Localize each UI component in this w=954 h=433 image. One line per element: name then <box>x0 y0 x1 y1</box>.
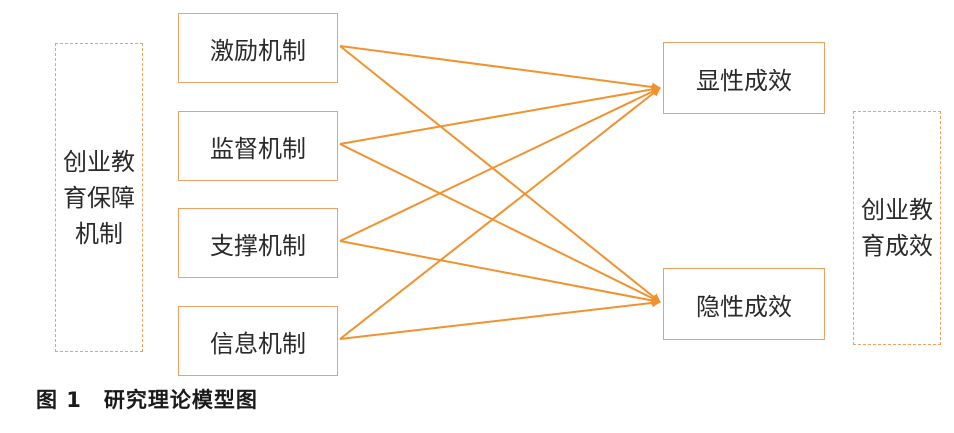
arrow-m2-to-o2 <box>339 143 661 303</box>
arrow-m4-to-o1 <box>339 87 661 340</box>
guarantee-mechanism-group: 创业教 育保障 机制 <box>55 43 143 352</box>
guarantee-mechanism-label: 创业教 育保障 机制 <box>63 147 135 248</box>
explicit-outcome-box: 显性成效 <box>663 42 825 114</box>
supervision-mechanism-label: 监督机制 <box>210 134 306 163</box>
education-outcome-label: 创业教 育成效 <box>861 196 933 260</box>
incentive-mechanism-label: 激励机制 <box>210 36 306 65</box>
figure-caption: 图 1 研究理论模型图 <box>36 388 258 412</box>
arrow-m3-to-o2 <box>339 240 661 305</box>
supervision-mechanism-box: 监督机制 <box>178 111 338 181</box>
explicit-outcome-label: 显性成效 <box>696 66 792 95</box>
arrow-m1-to-o1 <box>339 45 661 92</box>
implicit-outcome-box: 隐性成效 <box>663 268 825 340</box>
support-mechanism-label: 支撑机制 <box>210 231 306 260</box>
information-mechanism-label: 信息机制 <box>210 329 306 358</box>
information-mechanism-box: 信息机制 <box>178 306 338 376</box>
support-mechanism-box: 支撑机制 <box>178 208 338 278</box>
arrow-m2-to-o1 <box>339 84 661 145</box>
arrow-m4-to-o2 <box>339 298 661 340</box>
arrow-m3-to-o1 <box>339 87 661 242</box>
implicit-outcome-label: 隐性成效 <box>696 292 792 321</box>
incentive-mechanism-box: 激励机制 <box>178 13 338 83</box>
arrow-m1-to-o2 <box>339 45 661 303</box>
education-outcome-group: 创业教 育成效 <box>853 111 941 345</box>
